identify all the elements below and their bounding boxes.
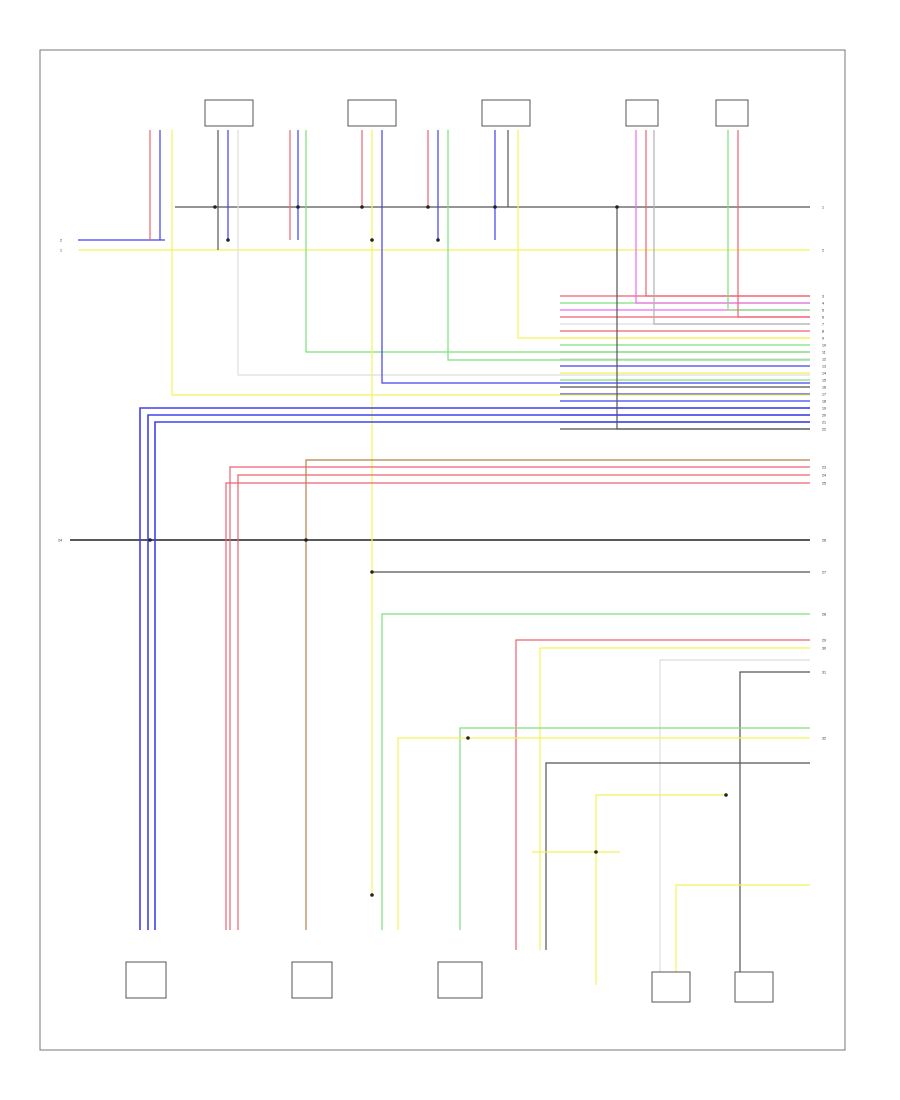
wire-t8-red (737, 130, 810, 318)
junction-dot-8 (370, 238, 374, 242)
left-terminal-number-24: 24 (58, 539, 62, 543)
wire-t4-blue-long (381, 130, 810, 384)
right-terminal-number-17: 17 (822, 393, 826, 397)
right-terminal-number-25: 25 (822, 482, 826, 486)
wire-t2-white-long (237, 130, 810, 376)
top-connector-box-2 (347, 99, 397, 127)
right-terminal-number-30: 30 (822, 647, 826, 651)
top-connector-box-4 (625, 99, 659, 127)
wire-white-to-b8 (659, 659, 810, 975)
wire-green-to-b4 (381, 613, 810, 930)
junction-dot-4 (426, 205, 430, 209)
wire-t3-green-long (305, 130, 810, 353)
bottom-connector-box-3 (291, 961, 333, 999)
wire-grey-to-b7 (545, 762, 810, 950)
right-terminal-number-12: 12 (822, 358, 826, 362)
label-layer: 1234567891011121314151617181920212223242… (58, 206, 826, 741)
junction-dot-10 (148, 538, 152, 542)
bottom-connector-box-5 (437, 961, 483, 999)
junction-dot-3 (360, 205, 364, 209)
wire-t8-green (727, 130, 810, 311)
junction-dot-13 (466, 736, 470, 740)
diagram-frame (39, 49, 846, 1051)
right-terminal-number-23: 23 (822, 466, 826, 470)
bottom-connector-box-9 (734, 971, 774, 1003)
junction-dot-12 (370, 570, 374, 574)
top-connector-box-1 (204, 99, 254, 127)
right-terminal-number-11: 11 (822, 351, 826, 355)
right-terminal-number-7: 7 (822, 323, 824, 327)
wire-red-to-b2-c (225, 482, 810, 930)
right-terminal-number-9: 9 (822, 337, 824, 341)
junction-dot-14 (370, 893, 374, 897)
right-terminal-number-10: 10 (822, 344, 826, 348)
right-terminal-number-32: 32 (822, 737, 826, 741)
right-terminal-number-3: 3 (822, 295, 824, 299)
wire-layer (70, 130, 810, 985)
wire-t7-red (645, 130, 810, 297)
right-terminal-number-20: 20 (822, 414, 826, 418)
junction-dot-11 (304, 538, 308, 542)
right-terminal-number-2: 2 (822, 249, 824, 253)
right-terminal-number-22: 22 (822, 428, 826, 432)
right-terminal-number-15: 15 (822, 379, 826, 383)
top-connector-box-5 (715, 99, 749, 127)
top-connector-box-3 (481, 99, 531, 127)
wire-blue-to-b1-b (147, 414, 810, 930)
right-terminal-number-29: 29 (822, 639, 826, 643)
right-terminal-number-18: 18 (822, 400, 826, 404)
right-terminal-number-8: 8 (822, 330, 824, 334)
wire-red-to-b6 (515, 639, 810, 950)
wire-t5-green-long (447, 130, 810, 361)
right-terminal-number-27: 27 (822, 571, 826, 575)
junction-dot-9 (436, 238, 440, 242)
right-terminal-number-28: 28 (822, 613, 826, 617)
right-terminal-number-26: 26 (822, 539, 826, 543)
right-terminal-number-14: 14 (822, 372, 826, 376)
junction-dot-7 (226, 238, 230, 242)
right-terminal-number-4: 4 (822, 302, 824, 306)
left-terminal-number-1: 1 (60, 249, 62, 253)
wire-t1-yellow-long (171, 130, 810, 396)
junction-dot-6 (615, 205, 619, 209)
wire-t7-pink (635, 130, 810, 304)
wire-t7-grey (653, 130, 810, 325)
wire-blue-to-b1-c (154, 421, 810, 930)
wire-green-to-b5 (459, 727, 810, 930)
right-terminal-number-13: 13 (822, 365, 826, 369)
junction-dot-16 (724, 793, 728, 797)
right-terminal-number-6: 6 (822, 316, 824, 320)
wire-red-to-b2-a (229, 466, 810, 930)
right-terminal-number-1: 1 (822, 206, 824, 210)
right-terminal-number-19: 19 (822, 407, 826, 411)
wire-grey-drop-right (616, 207, 810, 430)
right-terminal-number-5: 5 (822, 309, 824, 313)
junction-dot-5 (493, 205, 497, 209)
left-terminal-number-2: 2 (60, 239, 62, 243)
wire-yellow-to-b4 (397, 737, 810, 930)
right-terminal-number-31: 31 (822, 671, 826, 675)
wire-brown-to-b3 (305, 459, 810, 930)
junction-dot-2 (296, 205, 300, 209)
wire-yellow-to-b6 (539, 647, 810, 950)
bottom-connector-box-8 (651, 971, 691, 1003)
wire-red-to-b2-b (237, 474, 810, 930)
wire-yellow-to-b8 (675, 884, 810, 975)
wire-yellow-to-b7 (595, 794, 726, 985)
bottom-connector-box-1 (125, 961, 167, 999)
junction-dot-1 (213, 205, 217, 209)
wire-t6-yellow-long (517, 130, 810, 339)
right-terminal-number-24: 24 (822, 474, 826, 478)
junction-dot-15 (594, 850, 598, 854)
right-terminal-number-16: 16 (822, 386, 826, 390)
wire-grey-to-b9 (739, 671, 810, 975)
right-terminal-number-21: 21 (822, 421, 826, 425)
component-layer (125, 99, 774, 1003)
wire-blue-to-b1-a (139, 407, 810, 930)
